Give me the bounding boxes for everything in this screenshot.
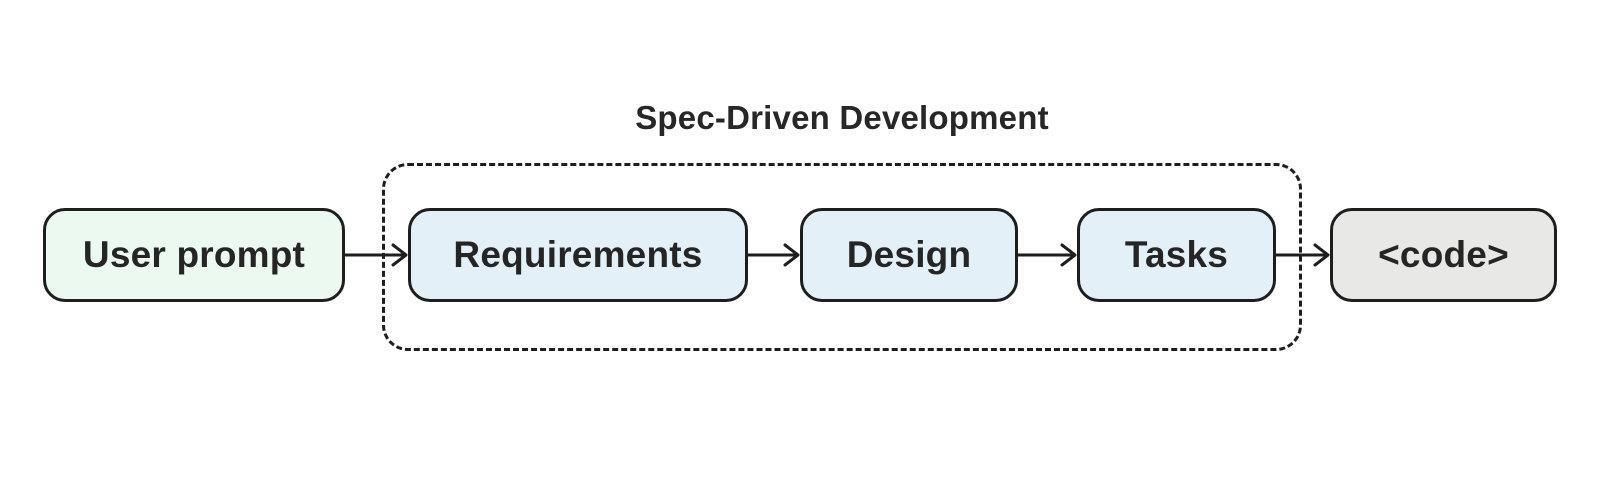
node-user-prompt: User prompt <box>43 208 345 302</box>
node-design: Design <box>800 208 1018 302</box>
flow-arrow-icon <box>1274 239 1332 271</box>
diagram-title: Spec-Driven Development <box>635 99 1049 136</box>
flow-arrow-icon <box>1016 239 1079 271</box>
node-user-prompt-label: User prompt <box>82 234 306 275</box>
node-code-label: <code> <box>1378 234 1509 275</box>
flow-arrow-icon <box>746 239 802 271</box>
node-requirements: Requirements <box>408 208 748 302</box>
node-tasks-label: Tasks <box>1124 234 1229 275</box>
node-design-label: Design <box>846 234 972 275</box>
node-requirements-label: Requirements <box>453 234 703 275</box>
node-tasks: Tasks <box>1077 208 1276 302</box>
spec-driven-group-box <box>382 163 1302 351</box>
flow-arrow-icon <box>344 239 410 271</box>
node-code: <code> <box>1330 208 1557 302</box>
